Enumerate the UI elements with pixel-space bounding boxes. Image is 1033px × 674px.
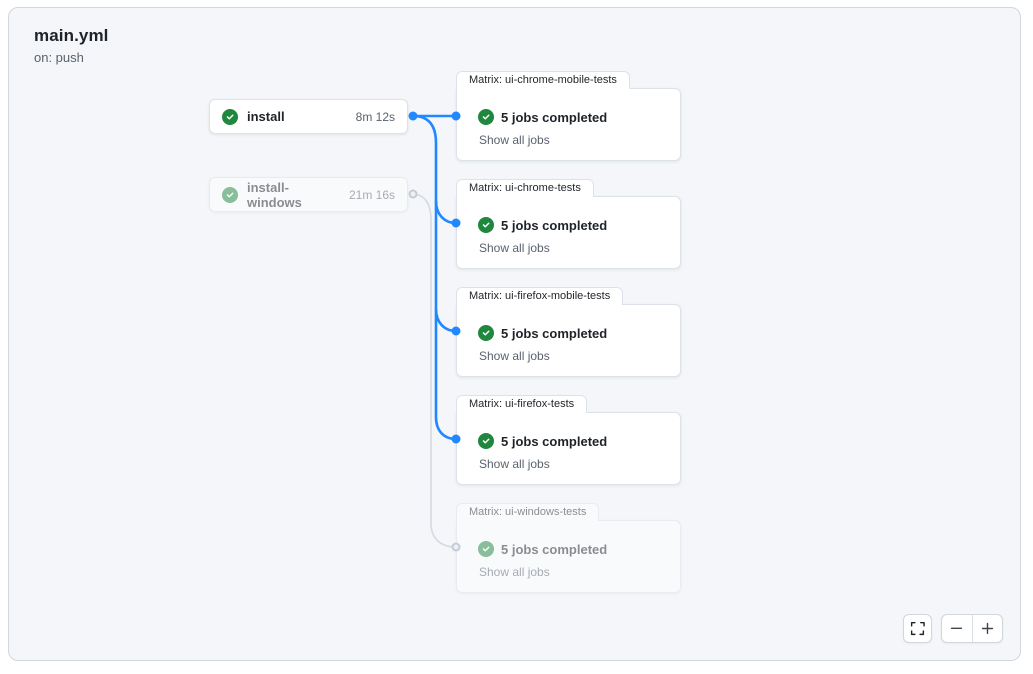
check-circle-icon xyxy=(478,325,494,341)
check-circle-icon xyxy=(478,541,494,557)
workflow-header: main.yml on: push xyxy=(34,26,109,65)
matrix-summary: 5 jobs completed xyxy=(501,109,608,125)
matrix-summary: 5 jobs completed xyxy=(501,325,608,341)
matrix-tab[interactable]: Matrix: ui-windows-tests xyxy=(456,503,600,521)
check-circle-icon xyxy=(478,217,494,233)
job-duration: 21m 16s xyxy=(348,187,395,202)
workflow-trigger: on: push xyxy=(34,50,84,65)
show-all-jobs-link[interactable]: Show all jobs xyxy=(479,349,550,363)
dash-icon xyxy=(949,621,964,636)
check-circle-icon xyxy=(222,186,238,203)
matrix-group-ui-chrome-mobile-tests: Matrix: ui-chrome-mobile-tests 5 jobs co… xyxy=(456,70,681,161)
matrix-group-ui-firefox-tests: Matrix: ui-firefox-tests 5 jobs complete… xyxy=(456,394,681,485)
show-all-jobs-link[interactable]: Show all jobs xyxy=(479,565,550,579)
matrix-tab[interactable]: Matrix: ui-firefox-mobile-tests xyxy=(456,287,624,305)
job-name: install xyxy=(247,109,285,124)
matrix-tab[interactable]: Matrix: ui-firefox-tests xyxy=(456,395,588,413)
matrix-group-ui-chrome-tests: Matrix: ui-chrome-tests 5 jobs completed… xyxy=(456,178,681,269)
check-circle-icon xyxy=(222,108,238,125)
show-all-jobs-link[interactable]: Show all jobs xyxy=(479,241,550,255)
zoom-in-button[interactable] xyxy=(973,615,1003,642)
matrix-card[interactable]: 5 jobs completed Show all jobs xyxy=(456,196,681,269)
matrix-summary: 5 jobs completed xyxy=(501,541,608,557)
fullscreen-button[interactable] xyxy=(903,614,932,643)
job-name: install-windows xyxy=(247,179,302,210)
matrix-group-ui-firefox-mobile-tests: Matrix: ui-firefox-mobile-tests 5 jobs c… xyxy=(456,286,681,377)
job-duration: 8m 12s xyxy=(355,109,395,124)
workflow-file-title: main.yml xyxy=(34,26,109,45)
check-circle-icon xyxy=(478,109,494,125)
job-node-install-windows[interactable]: install-windows 21m 16s xyxy=(209,177,408,212)
matrix-summary: 5 jobs completed xyxy=(501,433,608,449)
plus-icon xyxy=(980,621,995,636)
zoom-out-button[interactable] xyxy=(942,615,973,642)
matrix-card[interactable]: 5 jobs completed Show all jobs xyxy=(456,88,681,161)
job-node-install[interactable]: install 8m 12s xyxy=(209,99,408,134)
matrix-tab[interactable]: Matrix: ui-chrome-tests xyxy=(456,179,594,197)
screen-full-icon xyxy=(910,621,925,636)
matrix-group-ui-windows-tests: Matrix: ui-windows-tests 5 jobs complete… xyxy=(456,502,681,593)
matrix-summary: 5 jobs completed xyxy=(501,217,608,233)
matrix-card[interactable]: 5 jobs completed Show all jobs xyxy=(456,520,681,593)
zoom-controls xyxy=(941,614,1003,643)
matrix-card[interactable]: 5 jobs completed Show all jobs xyxy=(456,304,681,377)
check-circle-icon xyxy=(478,433,494,449)
show-all-jobs-link[interactable]: Show all jobs xyxy=(479,133,550,147)
matrix-tab[interactable]: Matrix: ui-chrome-mobile-tests xyxy=(456,71,630,89)
matrix-card[interactable]: 5 jobs completed Show all jobs xyxy=(456,412,681,485)
show-all-jobs-link[interactable]: Show all jobs xyxy=(479,457,550,471)
